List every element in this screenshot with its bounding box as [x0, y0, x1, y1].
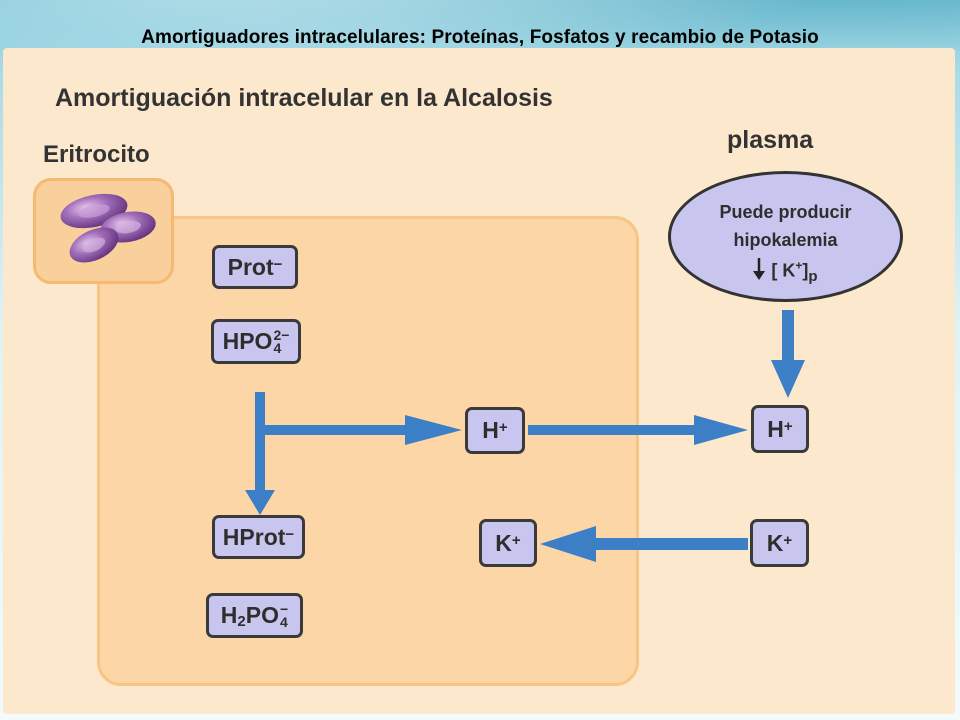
note-k-suffix: ] — [802, 260, 809, 281]
hprot-box: HProt− — [212, 515, 305, 559]
h2po4-h-subscript: 2 — [237, 613, 246, 630]
h-plasma-label: H — [767, 415, 784, 442]
hprot-label: HProt — [222, 523, 286, 550]
note-line-2: hipokalemia — [733, 230, 838, 250]
erythrocyte-label: Eritrocito — [43, 141, 150, 168]
h2po4-charge: − — [280, 600, 289, 617]
note-k-sup: + — [795, 258, 803, 273]
hprot-charge: − — [285, 525, 295, 543]
prot-label: Prot — [227, 253, 274, 280]
slide-title: Amortiguadores intracelulares: Proteínas… — [141, 27, 819, 48]
arrow-oval-down-head — [771, 360, 805, 398]
k-ion-plasma-box: K+ — [750, 519, 809, 567]
red-blood-cells-illustration — [60, 193, 156, 263]
k-ion-cell-box: K+ — [479, 519, 537, 567]
erythrocyte-cell — [97, 216, 639, 686]
h-cell-label: H — [482, 417, 499, 443]
prot-charge: − — [273, 255, 283, 273]
prot-anion-box: Prot− — [212, 245, 298, 289]
h-ion-plasma-box: H+ — [751, 405, 809, 453]
k-cell-label: K — [495, 529, 512, 556]
h2po4-po: PO — [245, 602, 279, 628]
hpo4-subscript: 4 — [273, 339, 282, 356]
h-cell-charge: + — [498, 419, 508, 436]
k-cell-charge: + — [511, 531, 521, 549]
arrow-buffer-down-shaft — [255, 392, 265, 495]
note-line-1: Puede producir — [719, 202, 852, 222]
hpo4-label: HPO — [222, 328, 273, 354]
k-plasma-label: K — [766, 529, 784, 556]
note-k-prefix: [ K — [771, 260, 796, 281]
note-k-sub: p — [808, 267, 818, 285]
h-ion-cell-box: H+ — [465, 407, 525, 454]
arrow-k-to-cell-head — [540, 526, 596, 562]
hypokalemia-note: Puede producir hipokalemia [ K+]p — [668, 171, 903, 302]
arrow-to-h-cell-shaft — [260, 425, 410, 435]
h2po4-h: H — [220, 602, 238, 628]
k-plasma-charge: + — [783, 531, 793, 549]
down-arrow-icon — [753, 258, 766, 285]
arrow-oval-down-shaft — [782, 310, 794, 365]
arrow-to-h-cell-head — [405, 415, 462, 445]
arrow-h-to-plasma-shaft — [528, 425, 698, 435]
h-plasma-charge: + — [783, 417, 793, 435]
note-line-3: [ K+]p — [671, 258, 900, 285]
arrow-h-to-plasma-head — [694, 415, 748, 445]
arrow-k-to-cell-shaft — [590, 538, 748, 550]
plasma-label: plasma — [727, 126, 814, 154]
erythrocyte-image — [33, 178, 174, 284]
diagram-heading: Amortiguación intracelular en la Alcalos… — [55, 84, 553, 112]
hpo4-charge: 2− — [273, 326, 290, 343]
h2po4-subscript: 4 — [280, 613, 288, 630]
arrow-buffer-down-head — [245, 490, 275, 515]
